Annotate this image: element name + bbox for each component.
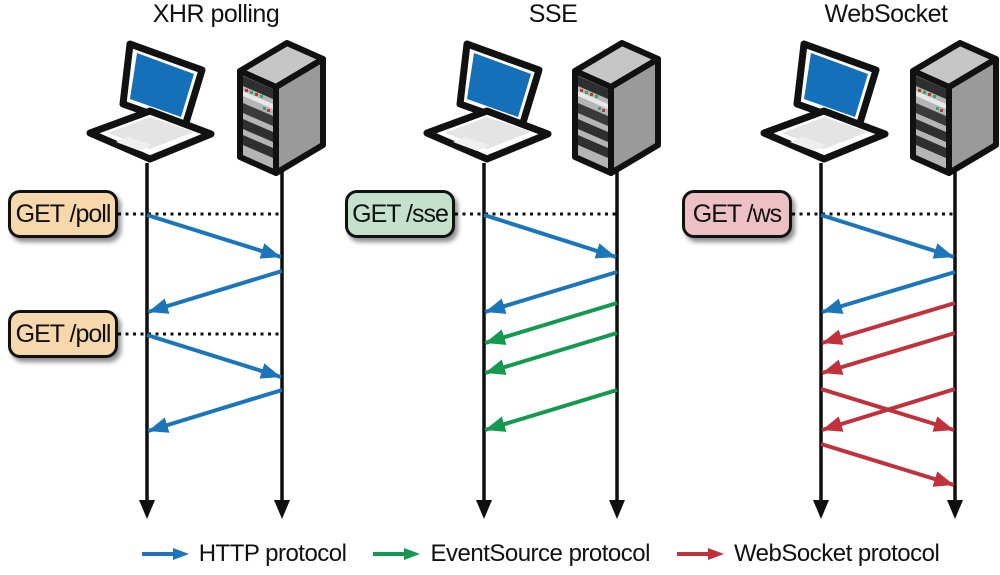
dotted-connectors xyxy=(118,212,955,336)
server-icon xyxy=(575,43,658,173)
column-title-sse: SSE xyxy=(528,0,578,28)
column-title-websocket: WebSocket xyxy=(824,0,948,28)
laptop-icon xyxy=(764,44,885,159)
legend-item-eventsource: EventSource protocol xyxy=(372,540,650,568)
arrow-eventsource-push xyxy=(484,331,618,375)
request-label-get-sse: GET /sse xyxy=(345,190,455,238)
legend: HTTP protocol EventSource protocol WebSo… xyxy=(40,540,1000,568)
arrow-websocket-server-message xyxy=(821,301,956,345)
server-icon xyxy=(240,43,323,173)
request-label-get-poll-1: GET /poll xyxy=(8,190,118,238)
timeline-arrowhead xyxy=(476,500,492,519)
arrow-right-icon xyxy=(373,548,421,560)
timelines xyxy=(139,163,963,519)
arrow-right-icon xyxy=(676,548,724,560)
arrow-http-request xyxy=(146,333,282,379)
websocket-messages xyxy=(820,213,956,487)
arrow-http-response xyxy=(821,270,956,314)
arrow-http-response xyxy=(147,388,283,433)
column-title-xhr-polling: XHR polling xyxy=(152,0,280,28)
arrow-eventsource-push xyxy=(484,301,618,345)
laptop-icon xyxy=(90,44,211,159)
legend-label: EventSource protocol xyxy=(430,540,650,567)
timeline-arrowhead xyxy=(609,500,625,519)
request-label-get-poll-2: GET /poll xyxy=(8,310,118,358)
timeline-arrowhead xyxy=(139,500,155,519)
timeline-arrowhead xyxy=(813,500,829,519)
legend-item-http: HTTP protocol xyxy=(141,540,347,568)
arrow-right-icon xyxy=(141,548,189,560)
timeline-arrowhead xyxy=(947,500,963,519)
timeline-arrowhead xyxy=(274,500,290,519)
arrow-http-request xyxy=(483,213,617,259)
request-label-get-ws: GET /ws xyxy=(682,190,792,238)
sse-messages xyxy=(483,213,618,432)
arrow-websocket-server-message xyxy=(821,331,956,375)
arrow-websocket-client-message xyxy=(820,442,955,487)
laptop-icon xyxy=(427,44,548,159)
legend-label: HTTP protocol xyxy=(198,540,347,567)
arrow-http-request xyxy=(146,213,282,259)
arrow-http-request xyxy=(820,213,955,259)
arrow-http-response xyxy=(147,269,283,314)
legend-label: WebSocket protocol xyxy=(733,540,940,567)
legend-item-websocket: WebSocket protocol xyxy=(676,540,940,568)
arrow-websocket-server-message xyxy=(821,387,956,432)
arrow-eventsource-push xyxy=(484,388,618,432)
xhr-messages xyxy=(146,213,283,433)
arrow-http-response xyxy=(484,270,618,314)
server-icon xyxy=(913,43,996,173)
